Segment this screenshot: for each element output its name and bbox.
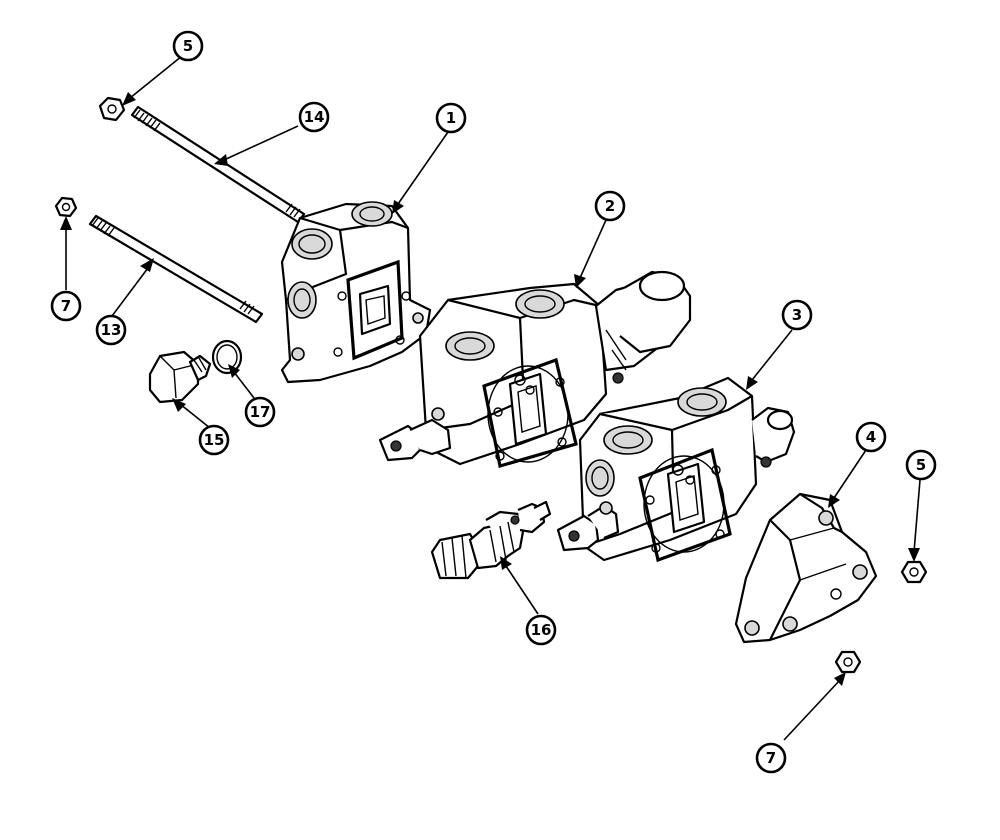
callout-3: 3 xyxy=(781,299,813,331)
callout-5-right: 5 xyxy=(905,449,937,481)
svg-text:17: 17 xyxy=(250,403,271,421)
plug xyxy=(148,350,212,404)
svg-text:1: 1 xyxy=(446,109,456,127)
svg-text:7: 7 xyxy=(766,749,776,767)
callout-5-top: 5 xyxy=(172,30,204,62)
outlet-end-cover xyxy=(734,492,878,644)
hex-nut-bottom xyxy=(834,650,862,674)
callout-4: 4 xyxy=(855,421,887,453)
callout-15: 15 xyxy=(198,424,230,456)
callout-17: 17 xyxy=(244,396,276,428)
callout-7-left: 7 xyxy=(50,290,82,322)
control-section-two xyxy=(556,376,796,563)
svg-text:5: 5 xyxy=(916,456,926,474)
callout-7-bottom: 7 xyxy=(755,742,787,774)
svg-text:13: 13 xyxy=(101,321,122,339)
relief-valve-cartridge xyxy=(430,500,552,580)
control-section-one xyxy=(378,270,692,469)
callout-14: 14 xyxy=(298,101,330,133)
svg-text:15: 15 xyxy=(204,431,225,449)
callout-16: 16 xyxy=(525,614,557,646)
svg-text:14: 14 xyxy=(304,108,325,126)
svg-text:7: 7 xyxy=(61,297,71,315)
inlet-end-section xyxy=(280,201,432,384)
svg-text:4: 4 xyxy=(866,428,876,446)
callout-2: 2 xyxy=(594,190,626,222)
callout-13: 13 xyxy=(95,314,127,346)
svg-text:5: 5 xyxy=(183,37,193,55)
hex-nut-top-left xyxy=(98,96,126,122)
hex-nut-left xyxy=(54,196,78,218)
callout-1: 1 xyxy=(435,102,467,134)
hex-nut-right xyxy=(900,560,928,584)
svg-text:3: 3 xyxy=(792,306,802,324)
tie-rod-short xyxy=(88,214,264,324)
leader-lines xyxy=(60,55,921,741)
svg-text:16: 16 xyxy=(531,621,552,639)
svg-text:2: 2 xyxy=(605,197,615,215)
o-ring xyxy=(211,339,243,375)
